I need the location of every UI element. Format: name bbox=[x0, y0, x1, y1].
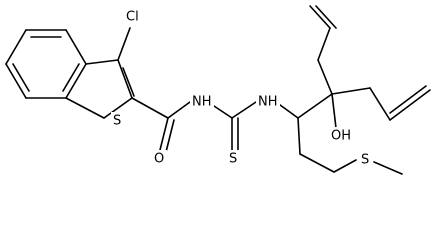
thiophene-ring bbox=[65, 59, 135, 119]
molecule-structure: Cl S O NH NH S OH S bbox=[5, 5, 431, 175]
atom-cl: Cl bbox=[126, 10, 139, 25]
atom-nh-2: NH bbox=[258, 95, 278, 110]
amide-carbonyl bbox=[131, 97, 191, 153]
atom-nh-1: NH bbox=[192, 95, 212, 110]
atom-s-ring: S bbox=[113, 114, 121, 129]
atom-oh: OH bbox=[331, 129, 351, 144]
atom-s-thio: S bbox=[229, 152, 237, 167]
atom-labels: Cl S O NH NH S OH S bbox=[111, 8, 373, 169]
side-chain bbox=[275, 5, 431, 175]
c-cl-bond bbox=[117, 27, 131, 61]
atom-s-ether: S bbox=[361, 153, 369, 168]
benzene-ring bbox=[5, 29, 87, 99]
atom-o-carbonyl: O bbox=[154, 152, 164, 167]
thiourea bbox=[207, 101, 257, 151]
